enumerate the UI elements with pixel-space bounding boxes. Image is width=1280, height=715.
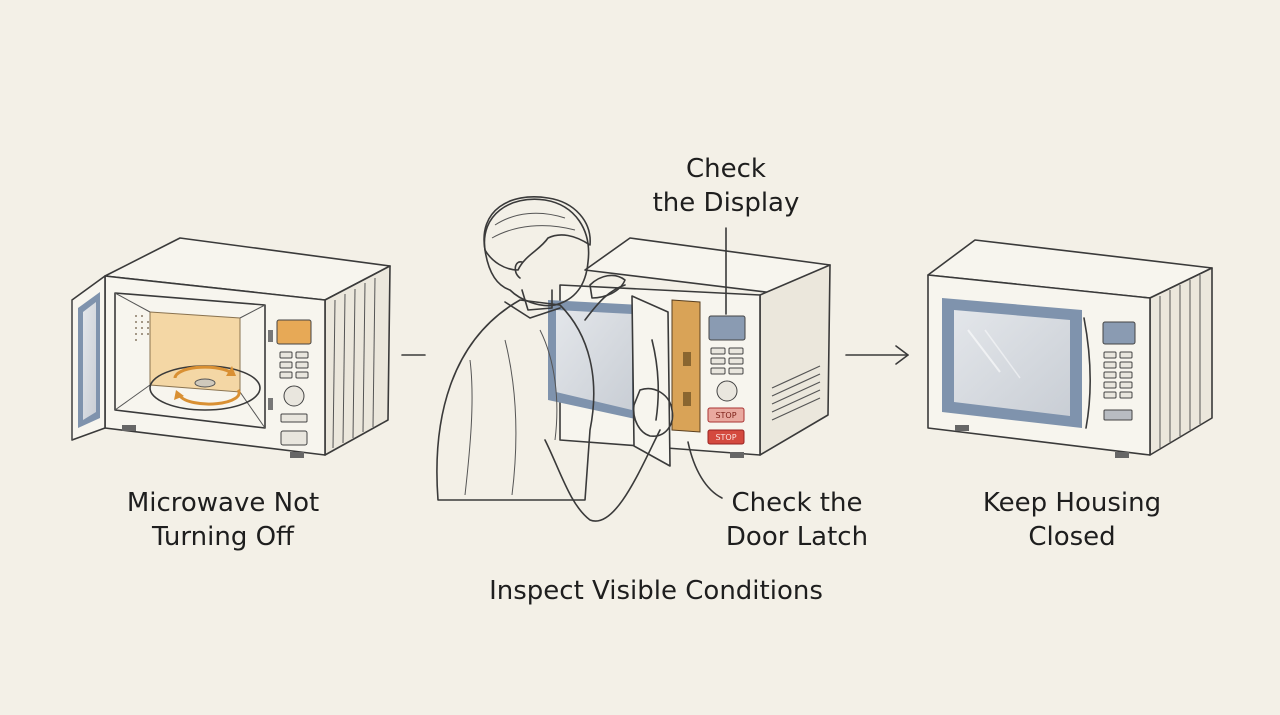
side-hatching	[1159, 275, 1201, 448]
orange-display-panel	[276, 319, 312, 345]
dial-knob	[716, 380, 738, 402]
microwave-side	[759, 264, 831, 456]
side-hatching	[332, 277, 376, 449]
door-handle	[1083, 317, 1092, 429]
door-panel	[631, 295, 671, 467]
label-line: Closed	[1028, 522, 1116, 552]
stop-button-bottom-label: STOP	[715, 433, 736, 442]
label-line: the Display	[652, 188, 800, 218]
label-check-the-door-latch: Check the Door Latch	[712, 486, 882, 554]
caption-inspect-visible-conditions: Inspect Visible Conditions	[456, 574, 856, 608]
stop-button-top-label: STOP	[715, 411, 736, 420]
keypad	[279, 351, 309, 379]
cavity-vent-dots	[135, 315, 149, 341]
microwave-closed	[927, 239, 1213, 458]
side-vent	[771, 365, 821, 421]
rotation-arrow-icon	[173, 365, 231, 379]
caption-text: Inspect Visible Conditions	[489, 576, 823, 606]
microwave-side	[324, 265, 391, 456]
latch-callout-line	[687, 441, 723, 499]
label-line: Keep Housing	[982, 488, 1162, 518]
display-screen	[708, 315, 746, 341]
microwave-side	[1149, 267, 1213, 456]
microwave-being-inspected: STOP STOP	[548, 237, 831, 467]
label-check-the-display: Check the Display	[626, 152, 826, 220]
label-keep-housing-closed: Keep Housing Closed	[962, 486, 1182, 554]
dial-knob	[283, 385, 305, 407]
cavity-back-wall	[149, 311, 241, 393]
label-line: Check	[686, 154, 766, 184]
hand	[632, 388, 674, 437]
stop-button-bottom	[707, 429, 745, 445]
microwave-open-door	[71, 237, 391, 458]
stop-button-top	[707, 407, 745, 423]
door-window-glass	[954, 310, 1070, 416]
label-line: Microwave Not	[126, 488, 320, 518]
person-head	[483, 198, 590, 307]
display-screen	[1102, 321, 1136, 345]
person-hair	[483, 196, 591, 271]
label-line: Turning Off	[152, 522, 294, 552]
keypad	[710, 347, 744, 375]
label-line: Check the	[731, 488, 863, 518]
person-inspecting	[436, 196, 674, 522]
label-line: Door Latch	[725, 522, 869, 552]
person-torso	[436, 299, 595, 501]
keypad	[1103, 351, 1133, 399]
label-microwave-not-turning-off: Microwave Not Turning Off	[98, 486, 348, 554]
